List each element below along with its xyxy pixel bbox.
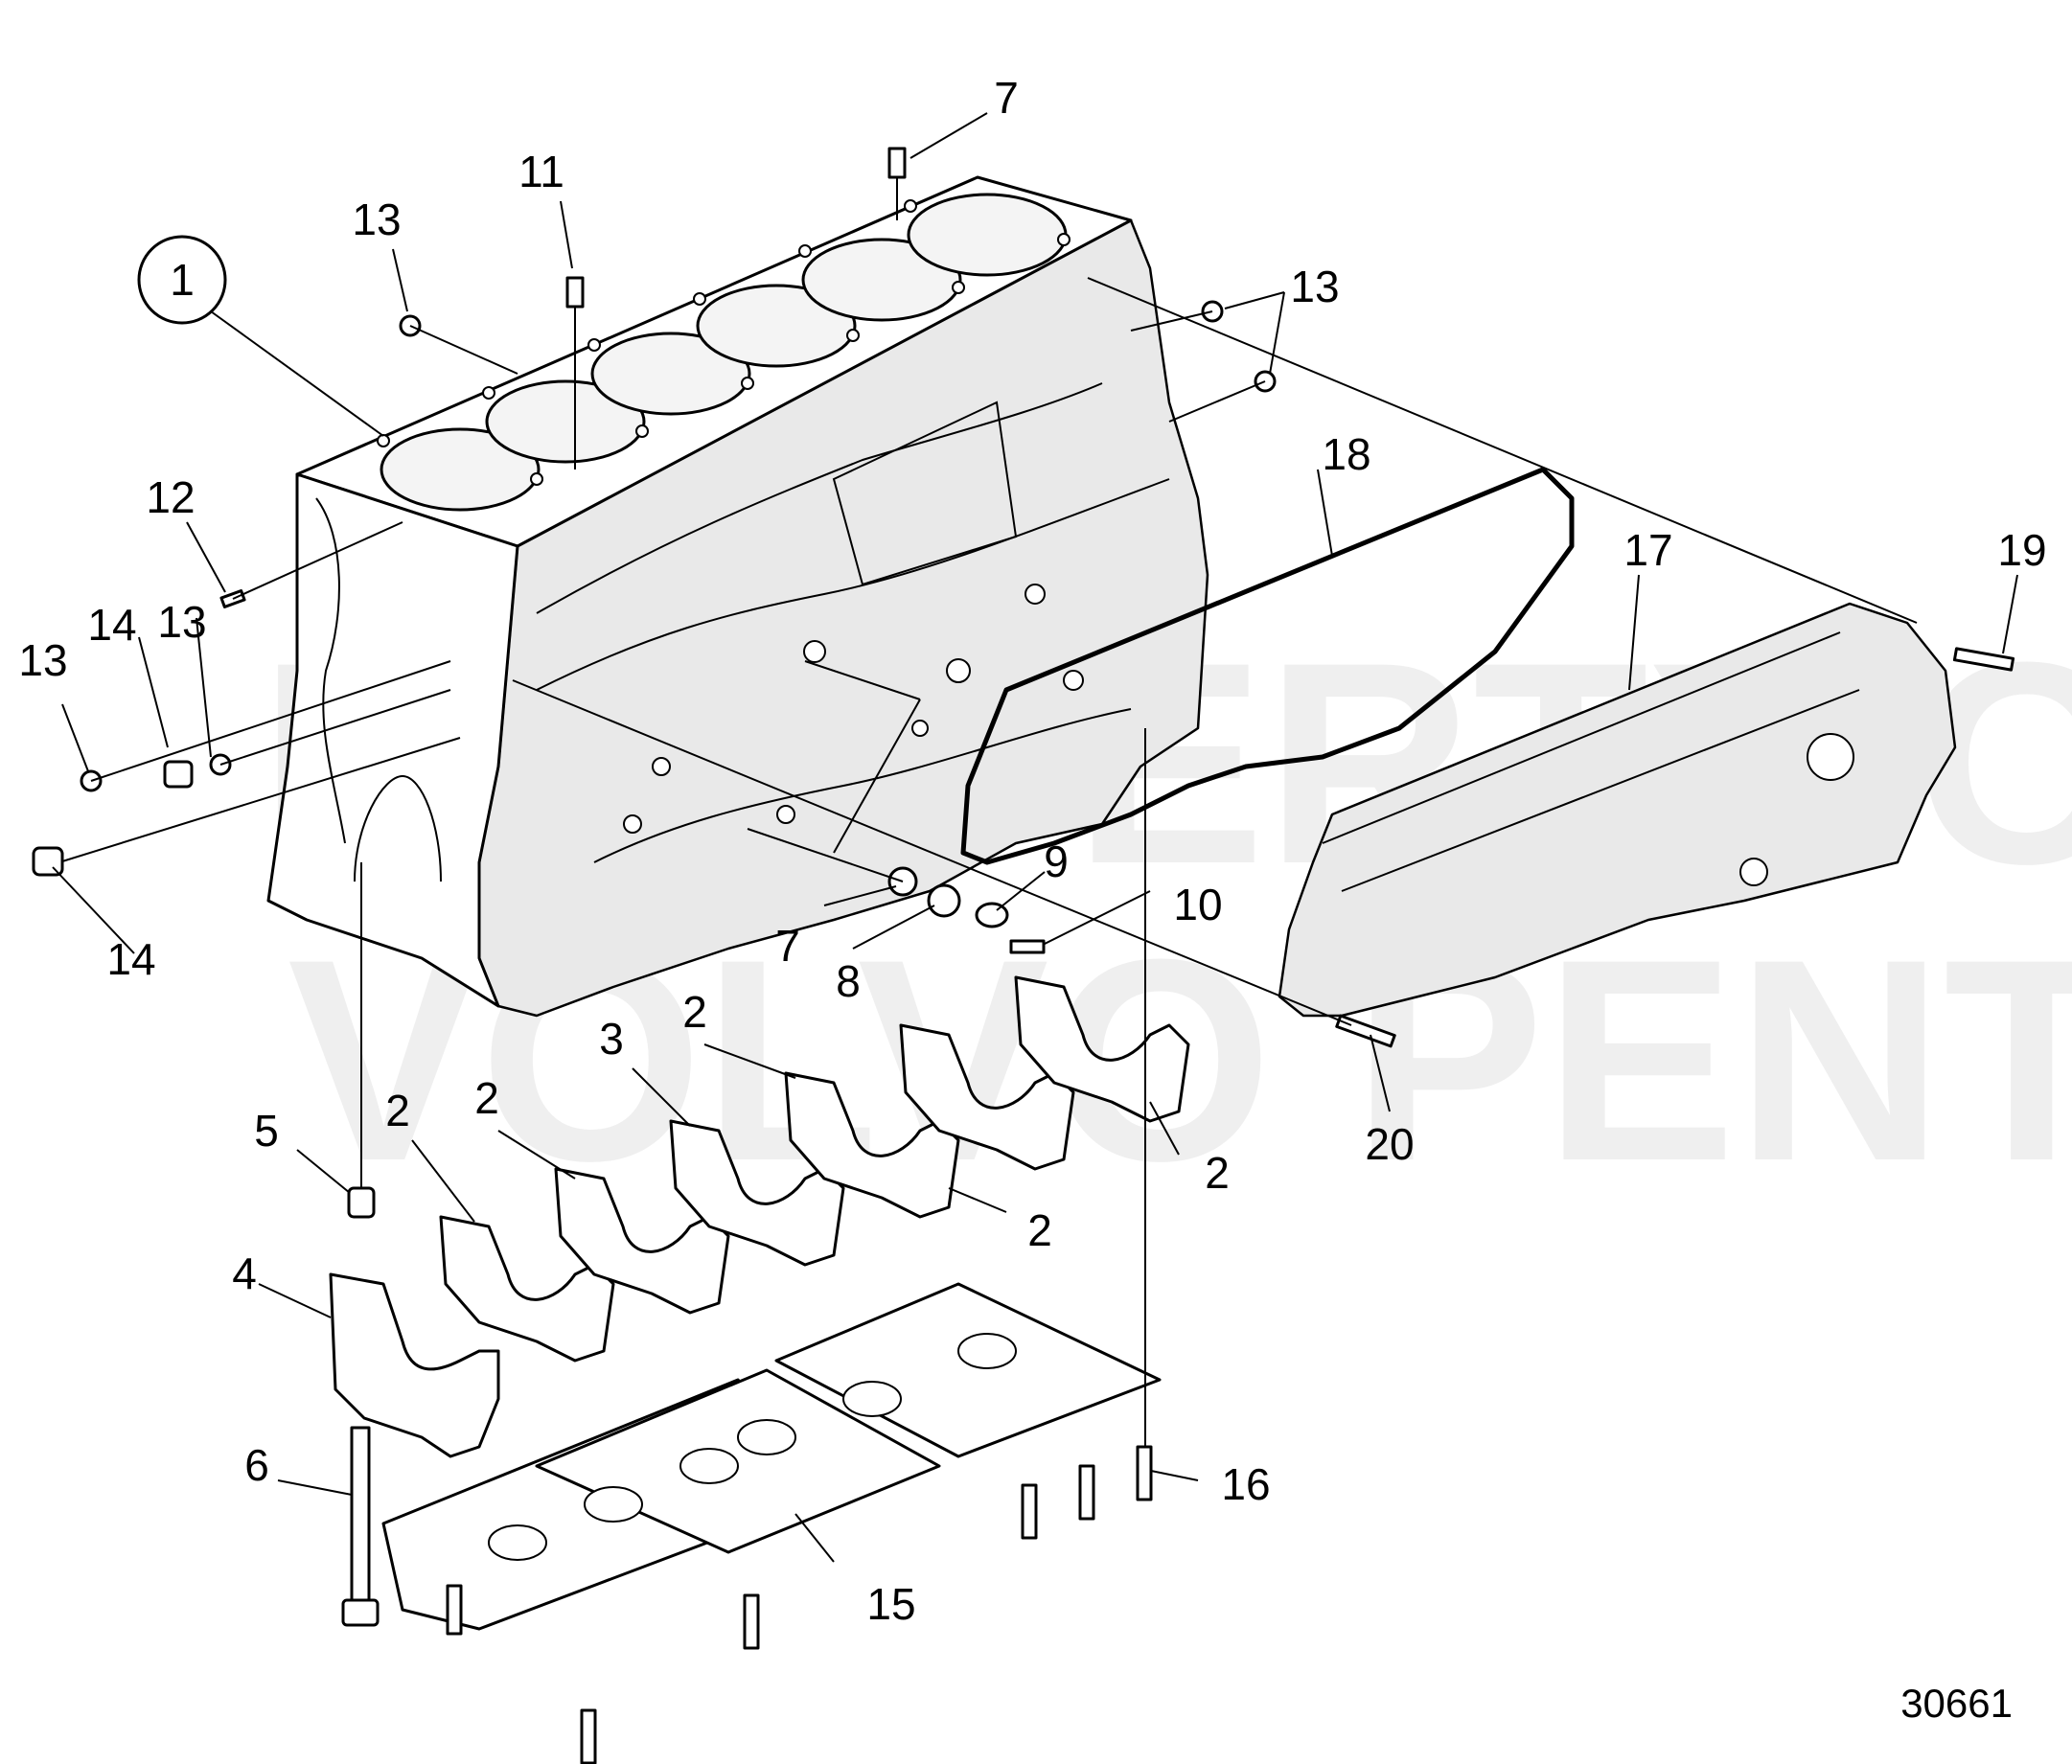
callout-label-10: 10	[1173, 880, 1222, 929]
callout-leaders	[52, 112, 2018, 1563]
bolt-19	[1952, 647, 2015, 672]
bolt-10	[1009, 939, 1046, 954]
bedplate-stiffener-plates	[381, 1282, 1162, 1631]
callout-label-14-upper: 14	[87, 600, 136, 650]
callout-label-1: 1	[170, 255, 195, 305]
callout-label-13-front: 13	[157, 597, 206, 647]
dowel-pin-top	[887, 147, 907, 179]
callout-label-13-top: 13	[352, 195, 401, 244]
main-bearing-cap-3-thrust	[669, 1119, 845, 1267]
callout-label-2d: 2	[1027, 1205, 1052, 1255]
callout-label-20: 20	[1365, 1119, 1414, 1169]
cylinder-block-front-face	[266, 472, 519, 1008]
callout-label-15: 15	[866, 1579, 915, 1629]
cylinder-bore-5	[801, 238, 962, 322]
callout-label-7-rear: 7	[775, 921, 800, 971]
dowel-pin-11	[565, 276, 585, 309]
main-bearing-cap-c	[784, 1071, 960, 1219]
main-bearing-bolt-head-6	[341, 1598, 380, 1627]
callout-label-9: 9	[1044, 836, 1069, 886]
callout-label-2e: 2	[1205, 1148, 1230, 1198]
sleeve-14-upper	[163, 760, 194, 789]
callout-label-16: 16	[1221, 1459, 1270, 1509]
cylinder-bore-2	[485, 379, 646, 464]
callout-label-3: 3	[599, 1014, 624, 1064]
oil-cooler-cover	[1278, 602, 1957, 1018]
callout-label-2a: 2	[385, 1086, 410, 1135]
block-side-holes	[623, 584, 1084, 834]
plug-8	[927, 883, 961, 918]
sleeve-14-lower	[32, 846, 64, 877]
cylinder-bore-1	[380, 427, 541, 512]
callout-label-13-left: 13	[18, 635, 67, 685]
callout-label-8: 8	[836, 956, 861, 1006]
cylinder-block	[266, 175, 1209, 1018]
callout-label-13-right: 13	[1290, 262, 1339, 311]
main-bearing-cap-4	[329, 1272, 500, 1458]
front-face-crank-opening	[354, 774, 442, 882]
callout-labels: 1 2 2 2 2 2 3 4 5 6 7 7 8 9 10 11 12 13 …	[18, 73, 2046, 1629]
callout-label-12: 12	[146, 472, 195, 522]
side-rib-1	[536, 382, 1103, 614]
side-rib-3	[593, 708, 1132, 863]
callout-label-4: 4	[232, 1249, 257, 1298]
deck-bolt-holes	[377, 199, 1071, 486]
side-panel	[832, 401, 1018, 586]
callout-label-2b: 2	[474, 1073, 499, 1123]
callout-label-11: 11	[518, 147, 564, 196]
callout-circle-1	[137, 235, 227, 325]
stiffener-plate-rear	[774, 1282, 1162, 1458]
oil-cooler-cover-ridge	[1322, 631, 1860, 892]
main-bearing-cap-a	[439, 1215, 615, 1363]
oil-cooler-gasket	[960, 467, 1575, 865]
dowel-sleeve-5	[347, 1186, 376, 1219]
assembly-alignment-lines	[61, 177, 1918, 1447]
callout-label-14-lower: 14	[106, 934, 155, 984]
front-face-rib	[315, 497, 346, 844]
callout-label-17: 17	[1623, 525, 1672, 575]
washer-9	[975, 902, 1009, 928]
stiffener-plate-openings	[488, 1333, 1017, 1561]
cylinder-bore-3	[590, 332, 751, 416]
callout-label-19: 19	[1997, 525, 2046, 575]
bolt-20	[1335, 1014, 1396, 1048]
oil-cooler-cover-port	[1807, 733, 1854, 781]
oil-cooler-cover-port-2	[1739, 858, 1768, 886]
cylinder-bore-6	[907, 193, 1068, 277]
callout-label-6: 6	[244, 1440, 269, 1490]
callout-label-2c: 2	[682, 987, 707, 1037]
main-bearing-cap-d	[899, 1023, 1075, 1171]
main-bearing-bolt-6	[350, 1426, 371, 1612]
callout-label-7-top: 7	[994, 73, 1019, 123]
drawing-reference-number: 30661	[1900, 1681, 2013, 1726]
callout-label-5: 5	[254, 1106, 279, 1156]
main-bearing-cap-b	[554, 1167, 730, 1315]
callout-label-18: 18	[1322, 429, 1370, 479]
cylinder-bore-4	[696, 284, 857, 368]
side-rib-2	[536, 478, 1170, 691]
